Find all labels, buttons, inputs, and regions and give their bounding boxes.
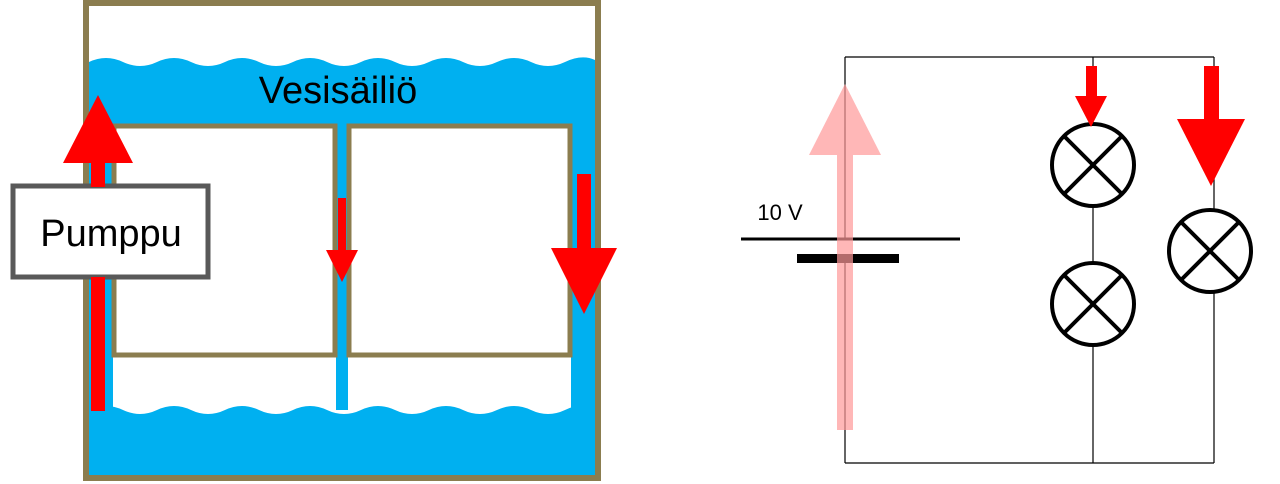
circuit-wires: [844, 56, 1215, 464]
battery-voltage-label: 10 V: [757, 200, 803, 225]
lamp-3: [1167, 208, 1253, 294]
pump-box: [10, 183, 211, 280]
lamp-2: [1050, 261, 1136, 347]
electric-circuit: 10 V: [741, 56, 1253, 464]
source-current-arrow-up: [809, 84, 881, 430]
middle-flow-arrow-down: [326, 198, 358, 282]
right-branch-current-arrow: [1177, 66, 1245, 186]
right-flow-arrow-down: [551, 174, 617, 314]
inner-block-left: [111, 123, 338, 358]
water-model: Vesisäiliö Pumppu: [10, 0, 617, 481]
pump-flow-arrow-up: [63, 95, 133, 411]
tank-label: Vesisäiliö: [259, 70, 417, 112]
lower-water: [89, 405, 595, 475]
lamp-1: [1050, 122, 1136, 208]
pump-label: Pumppu: [40, 213, 182, 255]
upper-water: [89, 57, 595, 126]
middle-branch-current-arrow: [1075, 66, 1107, 127]
inner-block-right: [346, 123, 573, 358]
